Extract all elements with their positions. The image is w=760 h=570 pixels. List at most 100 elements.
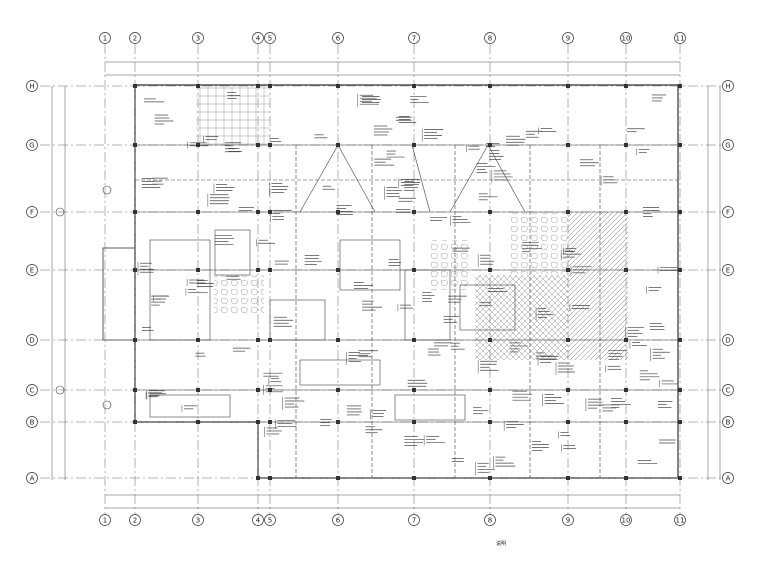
note-cluster xyxy=(397,304,414,312)
note-cluster xyxy=(451,458,465,462)
note-cluster xyxy=(639,370,660,381)
column xyxy=(268,388,272,392)
column xyxy=(133,388,137,392)
column xyxy=(268,210,272,214)
grid-bubble-bottom-7: 7 xyxy=(408,514,420,526)
svg-text:11: 11 xyxy=(676,516,685,524)
svg-text:C: C xyxy=(30,386,35,394)
note-cluster xyxy=(569,304,590,312)
column xyxy=(412,338,416,342)
grid-bubble-top-11: 11 xyxy=(674,32,686,44)
svg-text:8: 8 xyxy=(488,516,492,524)
note-cluster xyxy=(203,135,219,143)
note-cluster xyxy=(274,260,289,265)
note-cluster xyxy=(320,419,332,427)
column xyxy=(256,476,260,480)
column xyxy=(336,476,340,480)
column xyxy=(412,476,416,480)
note-cluster xyxy=(358,350,378,358)
note-cluster xyxy=(398,197,416,202)
svg-text:F: F xyxy=(30,208,34,216)
column xyxy=(196,338,200,342)
note-cluster xyxy=(473,407,489,415)
note-cluster xyxy=(475,462,495,476)
column xyxy=(488,476,492,480)
svg-text:6: 6 xyxy=(336,516,341,524)
column xyxy=(488,84,492,88)
note-cluster xyxy=(505,135,526,146)
note-cluster xyxy=(570,265,592,276)
column xyxy=(412,420,416,424)
column xyxy=(624,338,628,342)
column xyxy=(256,420,260,424)
note-cluster xyxy=(421,128,444,142)
note-cluster xyxy=(452,247,470,252)
grid-bubble-top-7: 7 xyxy=(408,32,420,44)
svg-text:1: 1 xyxy=(103,516,107,524)
note-cluster xyxy=(144,98,165,103)
note-cluster xyxy=(443,315,460,323)
grid-bubble-right-F: F xyxy=(722,206,734,218)
note-cluster xyxy=(185,288,208,296)
svg-text:E: E xyxy=(30,266,34,274)
column xyxy=(268,338,272,342)
svg-text:6: 6 xyxy=(336,34,341,42)
note-cluster xyxy=(602,404,620,412)
svg-text:9: 9 xyxy=(566,34,570,42)
note-cluster xyxy=(213,183,235,194)
note-cluster xyxy=(429,217,448,221)
svg-text:H: H xyxy=(29,82,34,90)
grid-bubble-right-C: C xyxy=(722,384,734,396)
note-cluster xyxy=(346,405,363,416)
note-cluster xyxy=(336,205,353,215)
grid-bubble-left-D: D xyxy=(26,334,38,346)
grid-bubble-left-C: C xyxy=(26,384,38,396)
svg-text:A: A xyxy=(30,474,35,482)
svg-text:B: B xyxy=(726,418,731,426)
note-cluster xyxy=(238,207,254,211)
note-cluster xyxy=(268,377,281,385)
note-cluster xyxy=(561,444,576,452)
note-cluster xyxy=(226,275,241,280)
note-cluster xyxy=(398,178,421,189)
column xyxy=(678,84,682,88)
note-cluster xyxy=(270,209,292,223)
note-cluster xyxy=(151,295,170,306)
grid-bubble-right-D: D xyxy=(722,334,734,346)
svg-text:B: B xyxy=(30,418,35,426)
grid-bubble-right-H: H xyxy=(722,80,734,92)
note-cluster xyxy=(555,362,576,376)
grid-bubble-left-A: A xyxy=(26,472,38,484)
note-cluster xyxy=(263,372,283,377)
note-cluster xyxy=(428,348,441,356)
column xyxy=(336,268,340,272)
grid-bubble-left-G: G xyxy=(26,139,38,151)
note-cluster xyxy=(322,185,335,190)
note-cluster xyxy=(282,397,305,411)
grid-bubble-top-5: 5 xyxy=(264,32,276,44)
column xyxy=(196,84,200,88)
note-cluster xyxy=(476,163,496,173)
note-cluster xyxy=(395,116,412,121)
column xyxy=(624,210,628,214)
note-cluster xyxy=(509,342,528,353)
svg-text:D: D xyxy=(29,336,34,344)
svg-text:5: 5 xyxy=(268,34,272,42)
column xyxy=(133,84,137,88)
note-cluster xyxy=(538,127,557,135)
note-cluster xyxy=(141,327,154,331)
note-cluster xyxy=(153,294,168,302)
note-cluster xyxy=(214,235,235,245)
column xyxy=(566,143,570,147)
note-cluster xyxy=(608,349,628,360)
grid-bubble-top-8: 8 xyxy=(484,32,496,44)
column xyxy=(196,388,200,392)
note-cluster xyxy=(384,186,402,200)
svg-text:8: 8 xyxy=(488,34,492,42)
column xyxy=(133,143,137,147)
column xyxy=(196,210,200,214)
grid-bubble-top-9: 9 xyxy=(562,32,574,44)
note-cluster xyxy=(525,130,543,138)
svg-text:3: 3 xyxy=(196,516,200,524)
note-cluster xyxy=(146,389,167,400)
